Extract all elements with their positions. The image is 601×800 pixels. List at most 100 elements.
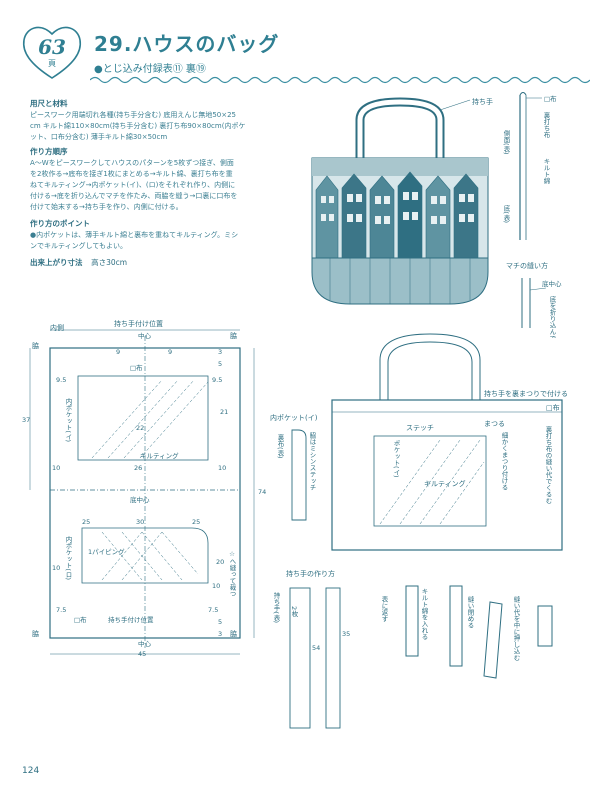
center-bottom: 中心 — [138, 639, 152, 648]
d-3b: 3 — [218, 630, 222, 638]
handle-note3: 縫い閉める — [466, 595, 474, 629]
page-badge-unit: 頁 — [48, 59, 56, 68]
materials-line: cm キルト綿110×80cm(持ち手分含む) 裏打ち布90×80cm(内ポケ — [30, 122, 246, 130]
side-kuchinuno-label: □布 — [544, 94, 557, 103]
pocket-i-outline — [77, 375, 209, 461]
d-74: 74 — [258, 488, 266, 496]
inner-label: 内側 — [50, 323, 64, 332]
finished-detail-note: 細かくまつり付ける — [500, 431, 508, 491]
steps-line: を2枚作る→底布を接ぎ1枚にまとめる→キルト綿、裏打ち布を重 — [30, 170, 233, 178]
handle-pos-bottom: 持ち手付け位置 — [108, 615, 154, 624]
points-text: ●内ポケットは、薄手キルト綿と裏布を重ねてキルティング。ミシ ンでキルティングし… — [30, 230, 290, 252]
d-26: 26 — [134, 464, 142, 472]
heart-badge-icon — [22, 26, 82, 79]
pocket-i-label: 内ポケット(イ) — [64, 397, 72, 442]
materials-text: ピースワーク用端切れ各種(持ち手分含む) 底用えんじ無地50×25 cm キルト… — [30, 110, 290, 143]
finished-kuchinuno: □布 — [546, 403, 560, 412]
d-37: 37 — [22, 416, 30, 424]
wavy-divider — [90, 76, 590, 84]
materials-line: ピースワーク用端切れ各種(持ち手分含む) 底用えんじ無地50×25 — [30, 111, 237, 119]
page-title: 29.ハウスのバッグ — [94, 32, 280, 56]
points-line: ンでキルティングしてもよい。 — [30, 242, 128, 250]
pocket-ro-label: 内ポケット(ロ) — [64, 535, 72, 580]
side-kiruto-label: キルト綿 — [542, 158, 550, 185]
d-25b: 25 — [192, 518, 200, 526]
d-9b: 9 — [168, 348, 172, 356]
d-25a: 25 — [82, 518, 90, 526]
piping-label: 1パイピング — [88, 547, 125, 556]
side-view-diagram: □布 裏打ち布 側面(表) キルト綿 底(表) — [502, 92, 557, 240]
handle-len2: 35 — [342, 630, 350, 638]
fold-note: ☆へ縫って裁つ — [228, 550, 236, 597]
handle-note2: キルト綿を入れる — [420, 588, 428, 640]
steps-line: 付ける→底を折り込んでマチを作たみ、両脇を縫う→口裏に口布を — [30, 192, 238, 200]
size-heading: 出来上がり寸法 — [30, 258, 83, 267]
steps-line: ねてキルティング→内ポケット(イ)、(ロ)をそれぞれ作り、内側に — [30, 181, 236, 189]
d-10d: 10 — [212, 582, 220, 590]
handle-making-diagram: 持ち手の作り方 持ち手(表) 2枚 54 35 表に返す キルト綿を入れる 縫い… — [272, 569, 553, 729]
pocket-detail-machine: 脇はミシンステッチ — [308, 432, 316, 491]
kuchinuno-bottom: □布 — [74, 615, 87, 624]
side-soko-label: 底(表) — [502, 204, 510, 223]
waki-br: 脇 — [230, 630, 237, 638]
d-20: 20 — [216, 558, 224, 566]
side-uraate-label: 裏打ち布 — [542, 111, 550, 140]
materials-line: ット、口布分含む) 薄手キルト綿30×50cm — [30, 133, 168, 141]
waki-tl: 脇 — [32, 342, 39, 350]
handle-len: 54 — [312, 644, 320, 652]
page-badge: 63 頁 — [20, 20, 84, 82]
d-30: 30 — [136, 518, 144, 526]
page-number: 124 — [22, 766, 40, 776]
gusset-note: 底を折り込んで脇を縫う — [548, 295, 556, 338]
d-21: 21 — [220, 408, 228, 416]
d-22: 22 — [136, 424, 144, 432]
points-heading: 作り方のポイント — [30, 219, 90, 228]
waki-tr: 脇 — [230, 332, 237, 340]
bottom-center-label: 底中心 — [130, 495, 150, 504]
handle-making-title: 持ち手の作り方 — [286, 569, 335, 578]
page-subtitle: ●とじ込み付録表⑪ 裏⑲ — [94, 64, 206, 75]
d-10b: 10 — [218, 464, 226, 472]
d-10c: 10 — [52, 564, 60, 572]
steps-text: A～Wをピースワークしてハウスのパターンを5枚ずつ接ぎ、側面 を2枚作る→底布を… — [30, 158, 290, 213]
d-10a: 10 — [52, 464, 60, 472]
handle-note4: 縫い代を中に押し込む — [512, 595, 520, 662]
kuchinuno-top: □布 — [130, 363, 143, 372]
handle-count: 2枚 — [290, 606, 298, 618]
finished-stitch: ステッチ — [406, 424, 434, 432]
d-5b: 5 — [218, 618, 222, 626]
page-badge-number: 63 — [38, 35, 66, 59]
finished-seam-note: 裏打ち布の縫い代でくるむ — [544, 425, 552, 505]
finished-matsuru: まつる — [484, 420, 505, 428]
steps-heading: 作り方順序 — [30, 147, 68, 156]
pocket-ro-outline — [81, 527, 209, 584]
size-line: 出来上がり寸法 高さ30cm — [30, 257, 127, 268]
d-3a: 3 — [218, 348, 222, 356]
d-75b: 7.5 — [208, 606, 218, 614]
gusset-bottom-center: 底中心 — [542, 279, 562, 288]
d-9a: 9 — [116, 348, 120, 356]
steps-line: A～Wをピースワークしてハウスのパターンを5枚ずつ接ぎ、側面 — [30, 159, 234, 167]
points-line: ●内ポケットは、薄手キルト綿と裏布を重ねてキルティング。ミシ — [30, 231, 239, 239]
d-95a: 9.5 — [56, 376, 66, 384]
handle-pos-top: 持ち手付け位置 — [114, 319, 163, 328]
d-5a: 5 — [218, 360, 222, 368]
side-sokumen-label: 側面(表) — [502, 130, 510, 155]
handle-front-label: 持ち手(表) — [272, 591, 280, 623]
steps-line: 付けて始末する→持ち手を作り、内側に付ける。 — [30, 203, 183, 211]
finished-pocket: ポケット(イ) — [392, 440, 400, 478]
finished-handle-note: 持ち手を裏まつりで付ける — [484, 389, 568, 398]
materials-heading: 用尺と材料 — [30, 99, 68, 108]
finished-bag-diagram: 持ち手を裏まつりで付ける □布 ステッチ まつる 細かくまつり付ける ポケット(… — [270, 333, 568, 551]
d-45: 45 — [138, 650, 146, 658]
gusset-diagram: マチの縫い方 底中心 底を折り込んで脇を縫う — [506, 261, 562, 338]
pattern-diagram: 内側 持ち手付け位置 中心 脇 脇 □布 9 9 3 5 9.5 9.5 21 … — [22, 319, 266, 658]
bag-illustration: 持ち手 — [311, 97, 493, 305]
bag-handle-label: 持ち手 — [472, 97, 493, 106]
pocket-detail-title: 内ポケット(イ) — [270, 413, 318, 422]
center-top: 中心 — [138, 331, 152, 340]
waki-bl: 脇 — [32, 630, 39, 638]
finished-quilting: キルティング — [424, 479, 466, 488]
handle-note1: 表に返す — [380, 595, 388, 623]
size-value: 高さ30cm — [91, 258, 128, 267]
